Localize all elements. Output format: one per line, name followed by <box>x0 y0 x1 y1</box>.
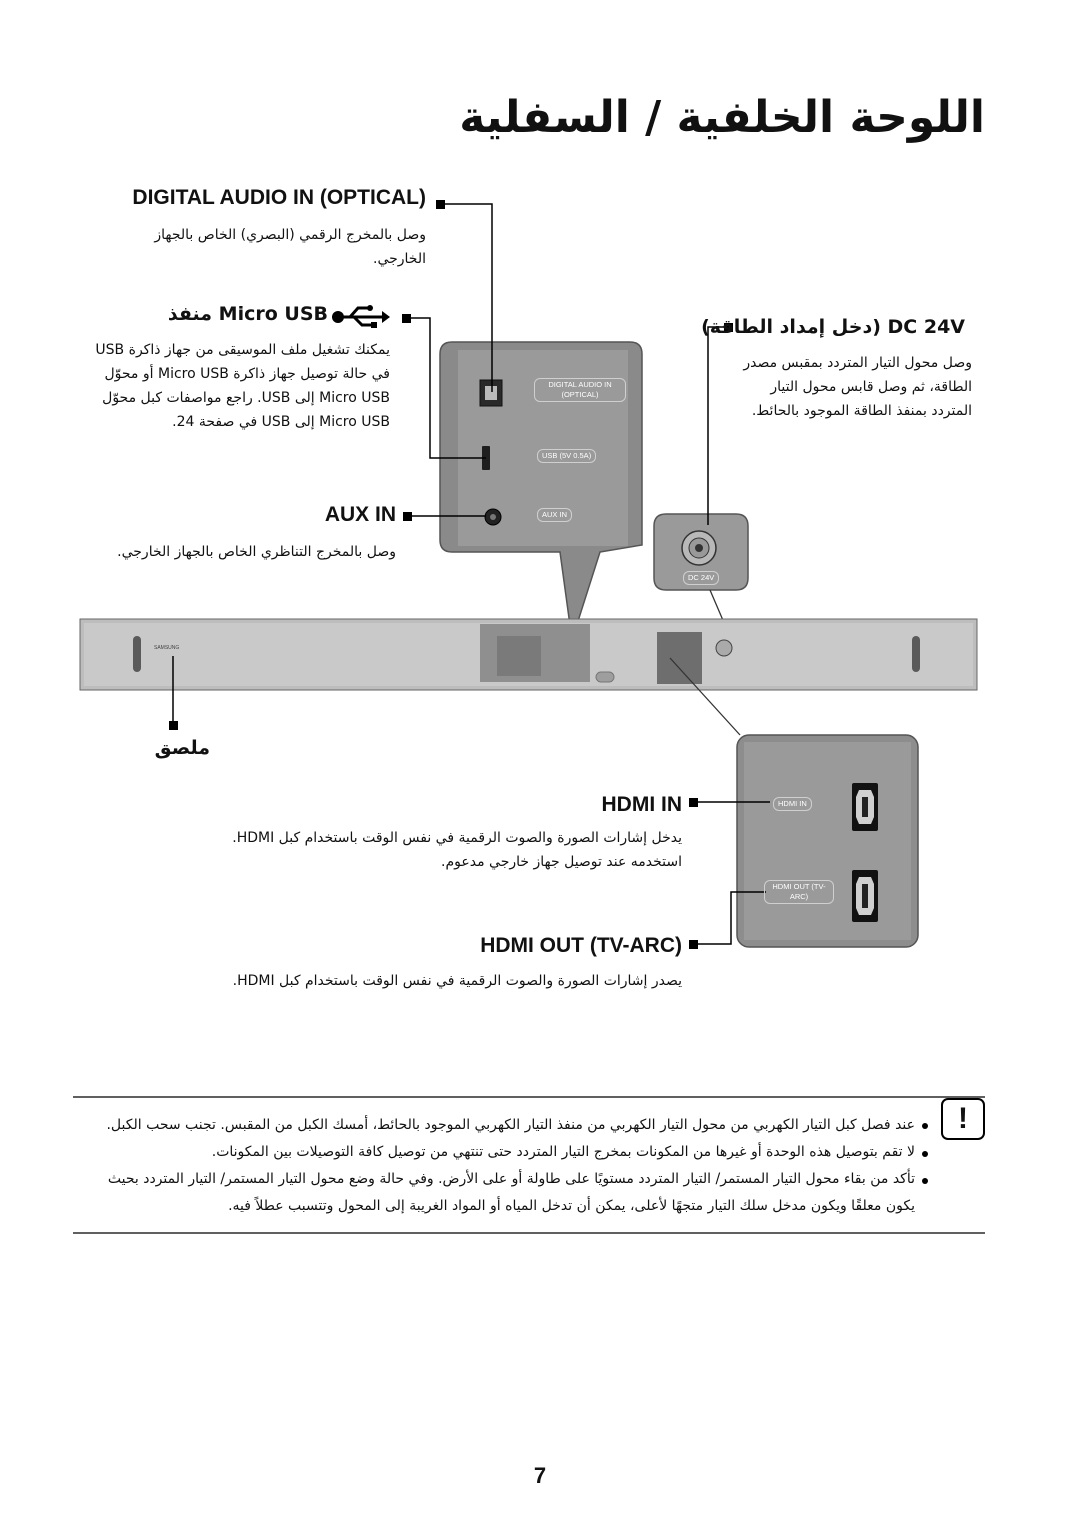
hdmi-in-port <box>852 783 878 831</box>
hdmi-out-port-label: HDMI OUT (TV-ARC) <box>764 880 834 904</box>
aux-description: وصل بالمخرج التناظري الخاص بالجهاز الخار… <box>117 544 396 560</box>
aux-marker <box>403 512 412 521</box>
usb-marker <box>402 314 411 323</box>
brand-logo: SAMSUNG <box>154 645 180 651</box>
dc-heading: DC 24V (دخل إمداد الطاقة) <box>701 316 965 338</box>
dc-description: وصل محول التيار المتردد بمقبس مصدر الطاق… <box>743 355 972 419</box>
optical-heading: DIGITAL AUDIO IN (OPTICAL) <box>132 186 426 209</box>
page-title: اللوحة الخلفية / السفلية <box>459 92 985 143</box>
note-item: لا تقم بتوصيل هذه الوحدة أو غيرها من الم… <box>211 1144 915 1160</box>
usb-icon <box>330 304 390 330</box>
hdmi-in-marker <box>689 798 698 807</box>
bracket-marker <box>169 721 178 730</box>
hdmi-in-heading: HDMI IN <box>601 793 683 816</box>
optical-marker <box>436 200 445 209</box>
hdmi-in-description: يدخل إشارات الصورة والصوت الرقمية في نفس… <box>232 830 682 870</box>
hdmi-out-heading: HDMI OUT (TV-ARC) <box>480 934 682 957</box>
optical-port-label: DIGITAL AUDIO IN (OPTICAL) <box>534 378 626 402</box>
hdmi-out-marker <box>689 940 698 949</box>
page-number: 7 <box>533 1463 547 1488</box>
bracket-heading: ملصق <box>154 737 210 759</box>
usb-port-label: USB (5V 0.5A) <box>537 449 597 463</box>
note-icon: ! <box>941 1098 985 1140</box>
usb-heading: Micro USB منفذ <box>167 303 328 325</box>
notes-list: عند فصل كبل التيار الكهربي من محول التيا… <box>95 1112 915 1220</box>
hdmi-out-port <box>852 870 878 922</box>
aux-port-label: AUX IN <box>537 508 573 522</box>
usb-description: يمكنك تشغيل ملف الموسيقى من جهاز ذاكرة U… <box>95 342 390 430</box>
hdmi-out-description: يصدر إشارات الصورة والصوت الرقمية في نفس… <box>232 973 682 989</box>
aux-heading: AUX IN <box>324 503 396 526</box>
hdmi-in-port-label: HDMI IN <box>773 797 812 811</box>
note-item: عند فصل كبل التيار الكهربي من محول التيا… <box>106 1117 915 1133</box>
dc-marker <box>724 323 733 332</box>
dc-port-label: DC 24V <box>683 571 720 585</box>
note-item: تأكد من بقاء محول التيار المستمر/ التيار… <box>107 1171 915 1214</box>
optical-description: وصل بالمخرج الرقمي (البصري) الخاص بالجها… <box>154 227 426 267</box>
